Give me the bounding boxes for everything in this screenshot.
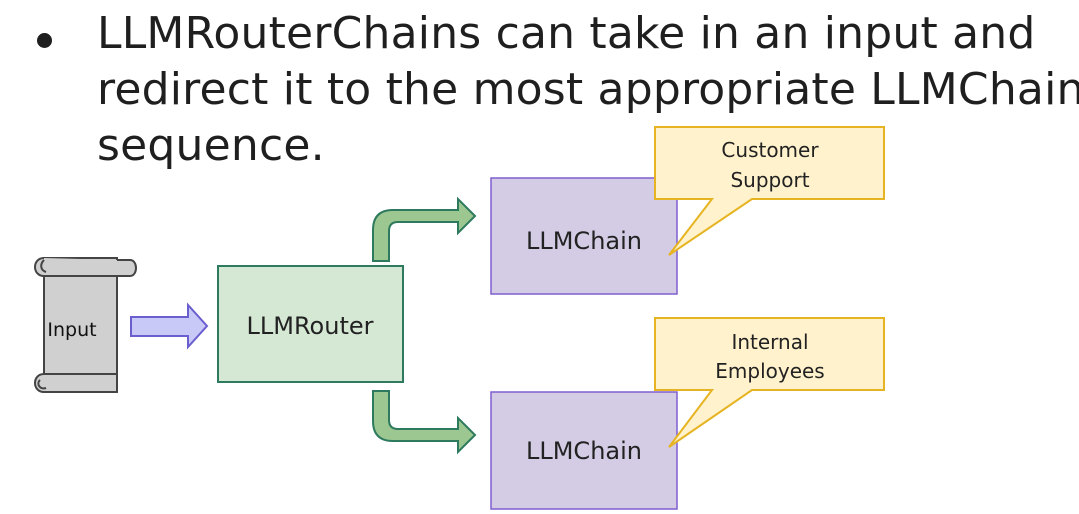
input-to-router-arrow bbox=[130, 302, 209, 350]
router-to-chain-top-arrow bbox=[372, 196, 477, 262]
bullet-dot bbox=[37, 33, 52, 48]
callout-top-line-2: Support bbox=[730, 168, 809, 192]
callout-top-line-1: Customer bbox=[721, 138, 819, 162]
bullet-line-3: sequence. bbox=[97, 120, 325, 171]
llm-chain-bottom-label: LLMChain bbox=[526, 437, 642, 465]
llm-chain-top-node: LLMChain bbox=[490, 177, 678, 295]
llm-chain-top-label: LLMChain bbox=[526, 227, 642, 255]
router-to-chain-bottom-arrow bbox=[372, 390, 477, 455]
input-label: Input bbox=[47, 319, 96, 341]
callout-bottom-line-1: Internal bbox=[731, 330, 808, 354]
llm-router-label: LLMRouter bbox=[247, 312, 374, 340]
input-scroll: Input bbox=[34, 257, 137, 393]
bullet-line-1: LLMRouterChains can take in an input and bbox=[97, 8, 1036, 59]
llm-router-node: LLMRouter bbox=[217, 265, 404, 383]
callout-internal-employees: Internal Employees bbox=[654, 317, 885, 448]
llm-chain-bottom-node: LLMChain bbox=[490, 391, 678, 510]
callout-bottom-line-2: Employees bbox=[715, 359, 824, 383]
callout-customer-support: Customer Support bbox=[654, 126, 885, 256]
bullet-line-2: redirect it to the most appropriate LLMC… bbox=[97, 64, 1079, 115]
bullet-text: LLMRouterChains can take in an input and… bbox=[97, 6, 1079, 174]
